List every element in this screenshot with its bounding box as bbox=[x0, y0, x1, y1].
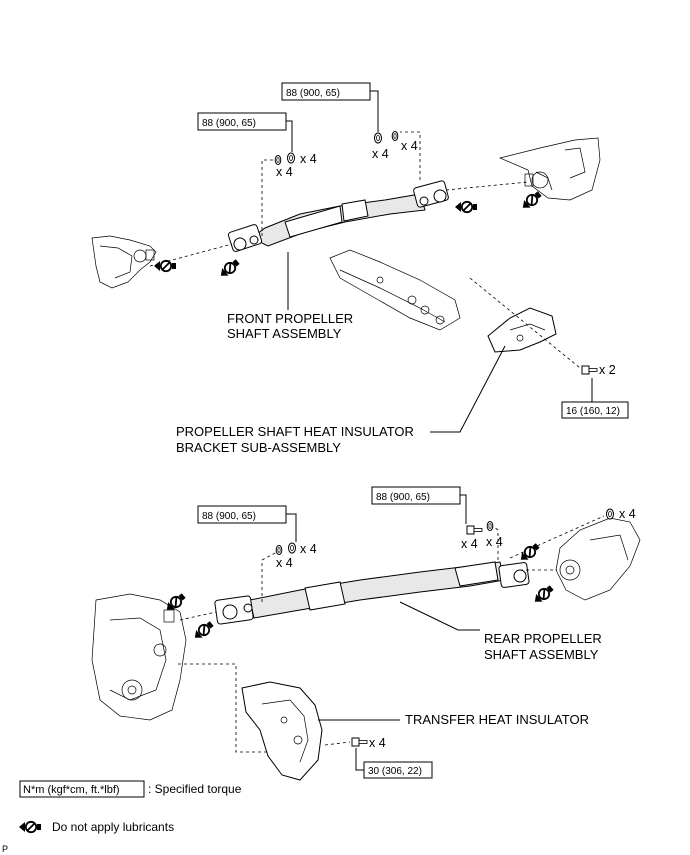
rear-shaft-rear-yoke bbox=[498, 562, 530, 588]
qty-rear-rear-washer: x 4 bbox=[486, 535, 503, 549]
torque-rear-rear: 88 (900, 65) bbox=[376, 492, 430, 503]
no-lubricant-icon-3 bbox=[454, 200, 478, 214]
label-rear-propeller-2: SHAFT ASSEMBLY bbox=[484, 647, 599, 662]
label-bracket-1: PROPELLER SHAFT HEAT INSULATOR bbox=[176, 424, 414, 439]
front-shaft-front-yoke bbox=[227, 224, 263, 252]
qty-bracket-bolt: x 2 bbox=[599, 363, 616, 377]
qty-rear-washer: x 4 bbox=[401, 139, 418, 153]
label-front-propeller-2: SHAFT ASSEMBLY bbox=[227, 326, 342, 341]
legend-torque-box bbox=[19, 780, 145, 798]
label-rear-propeller-1: REAR PROPELLER bbox=[484, 631, 602, 646]
torque-insulator: 30 (306, 22) bbox=[368, 766, 422, 777]
front-differential-sketch bbox=[498, 137, 601, 201]
rear-rear-washer-icon bbox=[486, 521, 494, 531]
qty-rear-front-nut: x 4 bbox=[300, 542, 317, 556]
qty-front-nut: x 4 bbox=[300, 152, 317, 166]
no-lubricant-icon-4 bbox=[518, 188, 544, 213]
qty-rear-diff-nut: x 4 bbox=[619, 507, 636, 521]
front-propeller-shaft bbox=[227, 180, 449, 252]
torque-bracket: 16 (160, 12) bbox=[566, 406, 620, 417]
rear-front-nut-icon bbox=[288, 542, 296, 554]
rear-shaft-front-yoke bbox=[214, 595, 254, 625]
corner-mark: P bbox=[2, 844, 8, 854]
qty-rear-front-washer: x 4 bbox=[276, 556, 293, 570]
torque-rear-front: 88 (900, 65) bbox=[202, 511, 256, 522]
bracket-bolt-icon bbox=[581, 365, 598, 375]
qty-insulator-bolt: x 4 bbox=[369, 736, 386, 750]
qty-front-washer: x 4 bbox=[276, 165, 293, 179]
label-transfer-insulator: TRANSFER HEAT INSULATOR bbox=[405, 712, 589, 727]
no-lubricant-icon-8 bbox=[530, 582, 556, 607]
no-lubricant-icon-6 bbox=[190, 618, 216, 643]
torque-box-insulator bbox=[363, 761, 433, 779]
insulator-bolt-icon bbox=[351, 737, 368, 747]
rear-front-washer-icon bbox=[275, 545, 283, 555]
transmission-sketch bbox=[91, 235, 157, 289]
rear-propeller-shaft bbox=[214, 561, 530, 625]
transfer-heat-insulator bbox=[241, 681, 323, 781]
legend-torque-desc: : Specified torque bbox=[148, 782, 242, 796]
no-lubricant-icon bbox=[18, 820, 42, 834]
no-lubricant-icon-7 bbox=[516, 540, 542, 565]
front-shaft-rear-yoke bbox=[413, 180, 449, 208]
heat-insulator-bracket bbox=[487, 307, 557, 353]
torque-front-rear: 88 (900, 65) bbox=[286, 88, 340, 99]
no-lubricant-icon-1 bbox=[153, 259, 177, 273]
crossmember-sketch bbox=[329, 249, 461, 331]
rear-diff-nut-icon bbox=[606, 508, 614, 520]
no-lubricant-icon-5 bbox=[162, 590, 188, 615]
torque-front-front: 88 (900, 65) bbox=[202, 118, 256, 129]
qty-rear-nut: x 4 bbox=[372, 147, 389, 161]
rear-differential-sketch bbox=[555, 517, 641, 601]
front-washer-icon bbox=[274, 155, 282, 165]
label-front-propeller-1: FRONT PROPELLER bbox=[227, 311, 353, 326]
transfer-sketch bbox=[91, 593, 187, 721]
no-lubricant-icon-2 bbox=[216, 256, 242, 281]
rear-washer-icon bbox=[391, 131, 399, 141]
rear-rear-bolt-icon bbox=[466, 525, 483, 535]
rear-nut-icon bbox=[374, 132, 382, 144]
qty-rear-rear-bolt: x 4 bbox=[461, 537, 478, 551]
legend-no-lube-desc: Do not apply lubricants bbox=[52, 820, 174, 834]
front-nut-icon bbox=[287, 152, 295, 164]
legend-torque-unit: N*m (kgf*cm, ft.*lbf) bbox=[23, 784, 120, 796]
torque-box-bracket bbox=[561, 401, 629, 419]
label-bracket-2: BRACKET SUB-ASSEMBLY bbox=[176, 440, 341, 455]
